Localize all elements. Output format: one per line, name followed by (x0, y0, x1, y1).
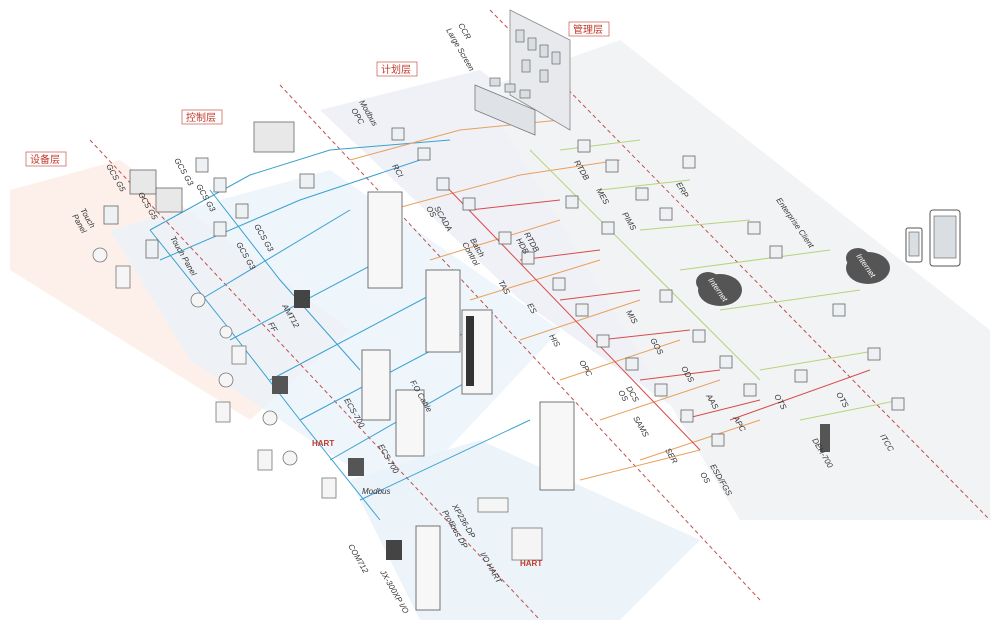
device-control-divider (89, 139, 541, 621)
enterprise-devices (905, 209, 961, 267)
internet-cloud-1 (696, 272, 742, 306)
sams-label: SAMS (631, 415, 650, 440)
server-cabinets (361, 191, 575, 611)
zone-plan-box (376, 61, 418, 77)
zone-manage-label: 管理层 (573, 23, 603, 36)
zone-device-label: 设备层 (30, 153, 60, 166)
hart-icon-1: HART (312, 439, 334, 448)
gcs-g3-label-a: GCS G3 (172, 157, 195, 188)
zone-manage-box (568, 21, 610, 37)
workstation-icons (391, 127, 905, 447)
manage-network (529, 139, 901, 421)
gcs-controllers (103, 121, 315, 259)
control-floor (110, 170, 560, 500)
plan-manage-divider (489, 9, 991, 521)
control-plan-divider (279, 84, 761, 601)
opc-label: OPC (577, 359, 594, 379)
zone-plan-label: 计划层 (381, 63, 411, 76)
his-label: HIS (547, 333, 562, 350)
os-esd-label: OS (698, 471, 712, 486)
field-devices (92, 247, 830, 561)
ser-label: SER (663, 447, 679, 466)
com712-label: COM712 (346, 543, 370, 576)
realtime-network (439, 179, 871, 451)
zone-control-label: 控制层 (186, 111, 216, 124)
zone-device-box (25, 151, 67, 167)
ccr-large-screen (474, 9, 571, 136)
zone-control-box (181, 109, 223, 125)
hart-icon-2: HART (520, 559, 542, 568)
modbus-icon-label: Modbus (362, 487, 390, 496)
internet-cloud-2 (846, 248, 890, 284)
